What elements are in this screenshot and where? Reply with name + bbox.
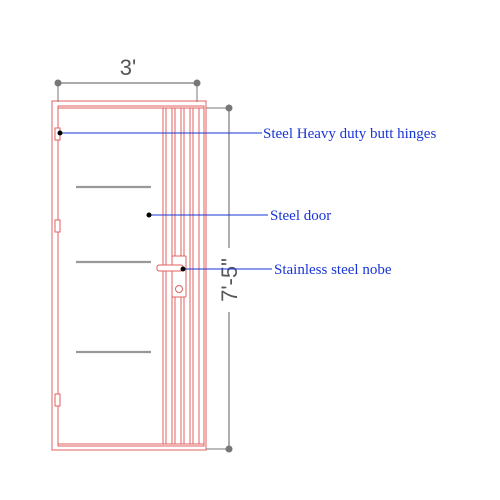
handle-keyhole xyxy=(175,285,183,293)
door-panel-bars xyxy=(76,185,151,354)
callout-knob-dot xyxy=(180,266,186,272)
callout-hinges: Steel Heavy duty butt hinges xyxy=(57,126,436,142)
callout-hinges-label: Steel Heavy duty butt hinges xyxy=(263,126,436,142)
door-handle xyxy=(156,255,187,298)
hinge-middle xyxy=(54,219,61,233)
height-label-mask xyxy=(216,248,242,312)
callout-knob-label: Stainless steel nobe xyxy=(274,262,392,278)
callout-hinges-dot xyxy=(57,130,63,136)
height-dimension: 7'-5" xyxy=(206,104,242,453)
handle-lever xyxy=(156,264,184,272)
width-dimension: 3' xyxy=(54,55,201,102)
door-leaf-outline xyxy=(57,105,205,447)
callout-knob: Stainless steel nobe xyxy=(180,262,392,278)
height-dimension-label: 7'-5" xyxy=(217,258,242,302)
callout-door-label: Steel door xyxy=(270,208,331,224)
callout-door-dot xyxy=(146,212,152,218)
width-dimension-label: 3' xyxy=(120,55,136,80)
callout-door: Steel door xyxy=(146,208,331,224)
door-frame-outer xyxy=(51,100,207,451)
hinge-bottom xyxy=(54,393,61,407)
